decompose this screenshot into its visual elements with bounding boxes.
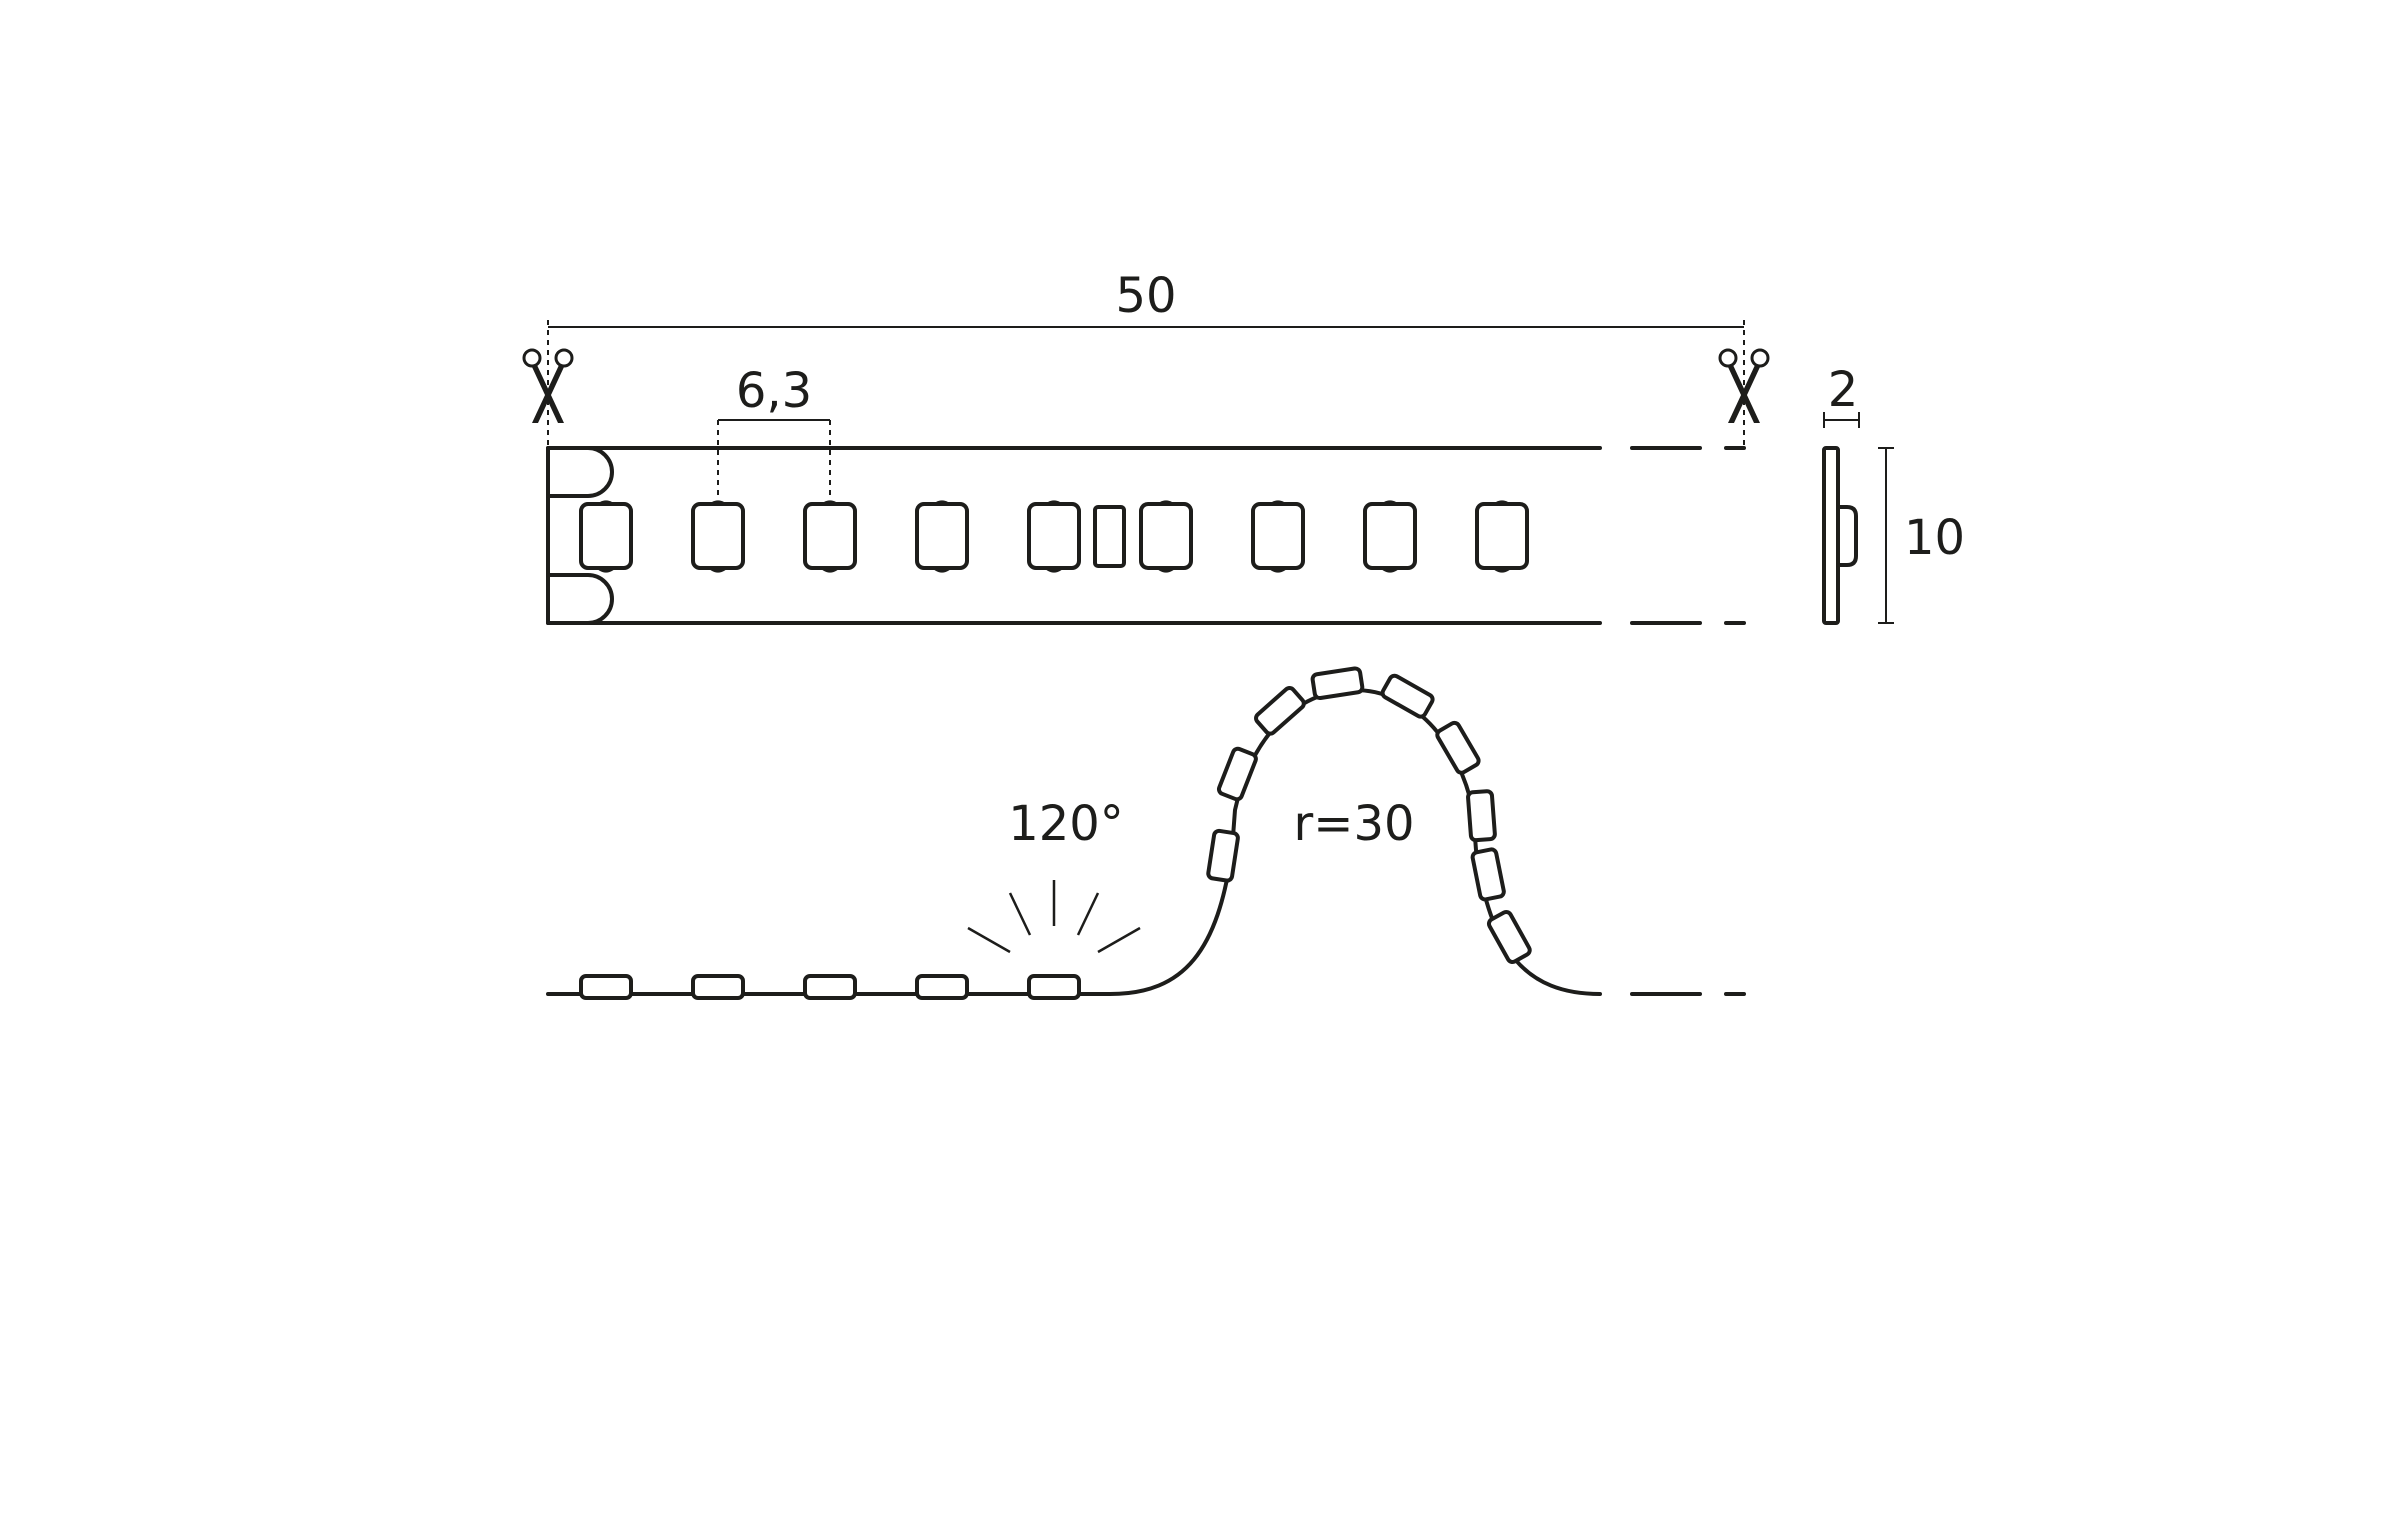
profile-led	[1836, 505, 1858, 567]
led-curve-6	[1435, 720, 1481, 775]
label-width: 10	[1904, 510, 1965, 566]
led-flat-4	[915, 974, 969, 1000]
led-top-7	[1251, 500, 1305, 573]
led-top-8	[1363, 500, 1417, 573]
strip-top-view	[546, 446, 1746, 625]
led-row	[579, 500, 1529, 573]
solder-pad-top	[546, 446, 614, 498]
led-top-4	[915, 500, 969, 573]
led-top-1	[579, 500, 633, 573]
profile-body	[1822, 446, 1840, 625]
led-flat-3	[803, 974, 857, 1000]
dimension-segment-length: 50	[547, 268, 1745, 448]
dimension-led-pitch: 6,3	[717, 363, 831, 495]
led-curve-5	[1380, 673, 1435, 719]
led-curve-4	[1310, 666, 1365, 701]
led-curve-8	[1470, 847, 1506, 902]
scissors-icon	[522, 348, 574, 423]
led-curve-1	[1206, 828, 1240, 883]
solder-pad-bottom	[546, 573, 614, 625]
resistor	[1093, 505, 1126, 568]
scissors-icon	[1718, 348, 1770, 423]
led-top-9	[1475, 500, 1529, 573]
led-top-5	[1027, 500, 1081, 573]
led-flat-2	[691, 974, 745, 1000]
led-top-3	[803, 500, 857, 573]
label-thickness: 2	[1828, 362, 1859, 418]
label-bend-radius: r=30	[1293, 796, 1414, 852]
strip-side-profile: 2 10	[1822, 362, 1965, 625]
led-top-2	[691, 500, 745, 573]
curve-led-row	[1206, 666, 1532, 964]
strip-outline	[546, 446, 1602, 625]
led-flat-5	[1027, 974, 1081, 1000]
led-curve-9	[1486, 909, 1532, 964]
led-flat-1	[579, 974, 633, 1000]
label-segment-length: 50	[1115, 268, 1176, 324]
led-curve-2	[1216, 746, 1258, 802]
beam-angle-rays	[967, 880, 1141, 954]
label-beam-angle: 120°	[1008, 796, 1124, 852]
led-curve-3	[1254, 686, 1306, 736]
flat-led-row	[579, 974, 1081, 1000]
strip-bend-view: 120° r=30	[546, 666, 1746, 1000]
led-top-6	[1139, 500, 1193, 573]
label-led-pitch: 6,3	[736, 363, 812, 419]
led-curve-7	[1466, 789, 1497, 843]
